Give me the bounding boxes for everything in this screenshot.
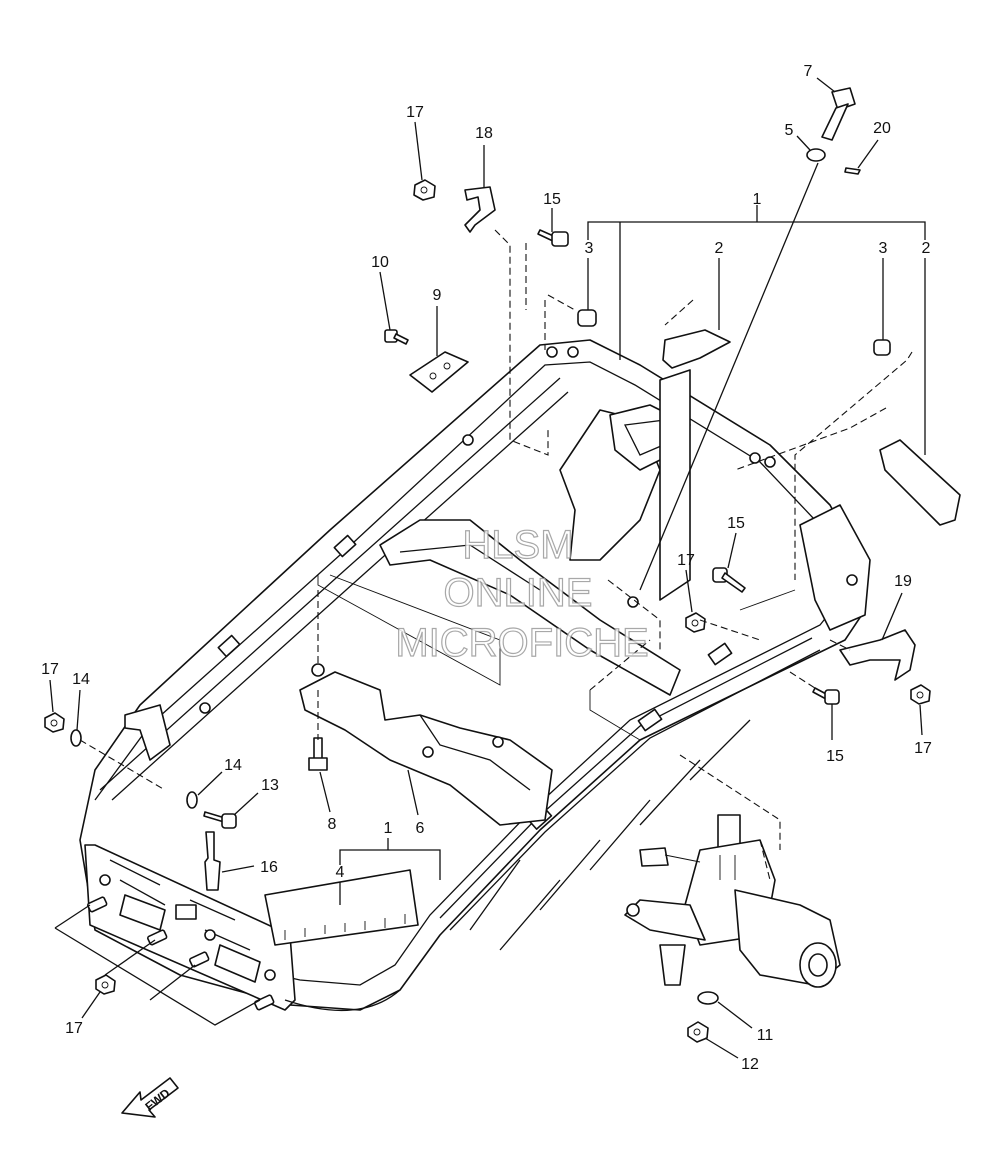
reference-dashed-lines xyxy=(79,229,913,881)
clip-18-part xyxy=(464,186,496,233)
callout-2: 2 xyxy=(715,240,724,257)
nut-12-part xyxy=(687,1021,709,1043)
front-guard-panel-part xyxy=(264,869,419,946)
washer-14-left-part xyxy=(70,729,82,747)
callout-20: 20 xyxy=(873,120,891,137)
callout-14: 14 xyxy=(224,757,242,774)
screw-10-part xyxy=(384,329,409,345)
callout-8: 8 xyxy=(328,816,337,833)
bolt-15-lower-part xyxy=(812,687,840,705)
callout-6: 6 xyxy=(416,820,425,837)
washer-5-part xyxy=(806,148,826,162)
callout-2: 2 xyxy=(922,240,931,257)
bolt-15-top-part xyxy=(537,229,569,247)
callout-9: 9 xyxy=(433,287,442,304)
callout-17: 17 xyxy=(41,661,59,678)
callout-5: 5 xyxy=(785,122,794,139)
callout-1: 1 xyxy=(384,820,393,837)
callout-14: 14 xyxy=(72,671,90,688)
callout-3: 3 xyxy=(585,240,594,257)
bolt-13-part xyxy=(203,811,237,829)
grommet-3-right-part xyxy=(873,339,891,356)
skid-plate-part xyxy=(299,663,553,826)
bolt-7-part xyxy=(821,87,856,141)
pad-2-right-part xyxy=(879,439,961,526)
nut-17-bottom-part xyxy=(95,974,116,995)
callout-labels: 7 5 20 17 18 15 1 3 2 3 2 10 9 15 17 19 … xyxy=(41,63,932,1073)
callout-12: 12 xyxy=(741,1056,759,1073)
callout-4: 4 xyxy=(336,864,345,881)
callout-15: 15 xyxy=(727,515,745,532)
nut-17-right-part xyxy=(910,684,931,705)
watermark: HLSM ONLINE MICROFICHE xyxy=(395,522,650,665)
grommet-3-left-part xyxy=(577,309,597,327)
plate-9-part xyxy=(409,351,469,393)
callout-15: 15 xyxy=(826,748,844,765)
nut-17-left-part xyxy=(44,712,65,733)
clip-19-part xyxy=(839,629,916,681)
construction-lines xyxy=(317,574,796,741)
callout-16: 16 xyxy=(260,859,278,876)
callout-19: 19 xyxy=(894,573,912,590)
nut-17-top-part xyxy=(413,179,436,201)
watermark-line-3: MICROFICHE xyxy=(395,621,648,665)
watermark-line-2: ONLINE xyxy=(444,571,593,615)
studs-bottom-left-part xyxy=(87,896,275,1011)
washer-11-part xyxy=(697,991,719,1005)
washer-14-mid-part xyxy=(186,791,198,809)
nut-17-mid-part xyxy=(685,612,706,633)
pin-20-part xyxy=(844,167,861,175)
bolt-15-right-part xyxy=(712,567,746,593)
callout-15: 15 xyxy=(543,191,561,208)
frame-assembly xyxy=(79,339,871,1012)
callout-7: 7 xyxy=(804,63,813,80)
watermark-line-1: HLSM xyxy=(462,523,573,567)
callout-11: 11 xyxy=(757,1027,774,1044)
callout-18: 18 xyxy=(475,125,493,142)
fwd-arrow-icon: FWD xyxy=(121,1077,179,1118)
power-steering-unit xyxy=(624,814,841,988)
callout-3: 3 xyxy=(879,240,888,257)
callout-1: 1 xyxy=(753,191,762,208)
pad-2-left-part xyxy=(662,329,731,369)
callout-17: 17 xyxy=(406,104,424,121)
callout-13: 13 xyxy=(261,777,279,794)
callout-17: 17 xyxy=(677,552,695,569)
tie-strap-16-part xyxy=(204,831,221,891)
leader-lines xyxy=(49,77,926,1059)
callout-10: 10 xyxy=(371,254,389,271)
callout-17: 17 xyxy=(914,740,932,757)
callout-17: 17 xyxy=(65,1020,83,1037)
